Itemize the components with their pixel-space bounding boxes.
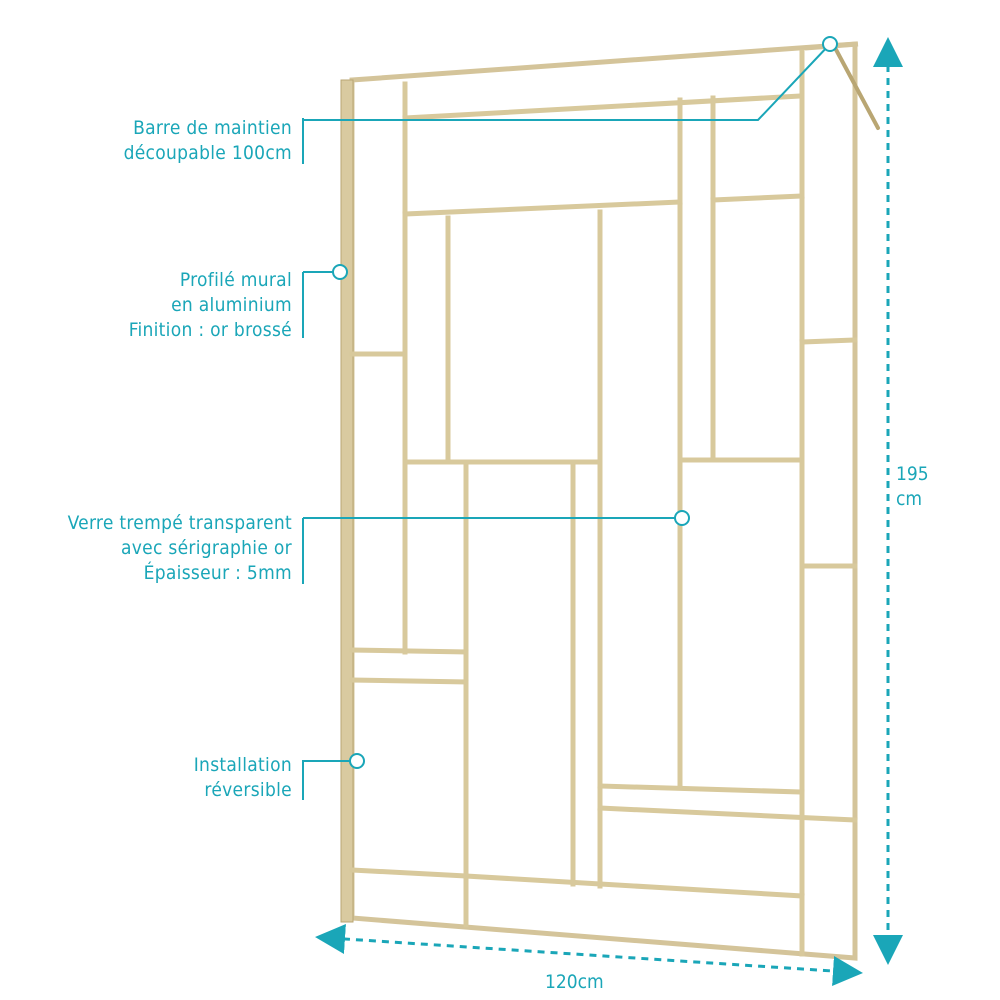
callout-text: Barre de maintien <box>133 117 292 139</box>
callout-text: Épaisseur : 5mm <box>143 562 292 584</box>
pattern-line <box>597 805 858 823</box>
holding-bar <box>831 42 880 130</box>
callout-text: Installation <box>193 754 292 776</box>
pattern-line <box>402 199 683 217</box>
callout-text: en aluminium <box>171 294 292 316</box>
callout-label-profile: Profilé mural en aluminium Finition : or… <box>129 268 292 343</box>
callout-markers <box>332 36 838 769</box>
pattern-line <box>349 867 469 879</box>
glass-outer-frame <box>349 41 858 961</box>
height-dimension-label: 195 cm <box>896 462 929 512</box>
gold-serigraphy-pattern <box>349 49 858 957</box>
callout-text: réversible <box>204 779 292 801</box>
pattern-line <box>349 677 469 685</box>
callout-text: Profilé mural <box>179 269 292 291</box>
circle-marker-icon <box>332 264 348 280</box>
callout-label-barre: Barre de maintien découpable 100cm <box>124 116 292 166</box>
width-value: 120cm <box>545 971 604 993</box>
pattern-line <box>463 873 805 899</box>
height-unit: cm <box>896 488 923 510</box>
width-dimension-label: 120cm <box>545 970 604 995</box>
callout-label-verre: Verre trempé transparent avec sérigraphi… <box>68 511 292 586</box>
callout-text: découpable 100cm <box>123 142 292 164</box>
circle-marker-icon <box>674 510 690 526</box>
pattern-line <box>710 193 805 203</box>
pattern-line <box>597 783 805 795</box>
callout-text: avec sérigraphie or <box>120 537 292 559</box>
wall-profile <box>340 79 354 923</box>
callout-leaders <box>302 43 831 800</box>
height-value: 195 <box>896 463 929 485</box>
callout-label-installation: Installation réversible <box>194 753 292 803</box>
width-dimension-arrow <box>315 924 863 986</box>
circle-marker-icon <box>349 753 365 769</box>
callout-text: Verre trempé transparent <box>67 512 292 534</box>
callout-leader-barre <box>303 43 831 121</box>
pattern-line <box>799 337 858 345</box>
pattern-line <box>349 647 469 655</box>
callout-text: Finition : or brossé <box>128 319 292 341</box>
glass-panel <box>349 41 858 961</box>
pattern-line <box>402 93 803 121</box>
circle-marker-icon <box>822 36 838 52</box>
